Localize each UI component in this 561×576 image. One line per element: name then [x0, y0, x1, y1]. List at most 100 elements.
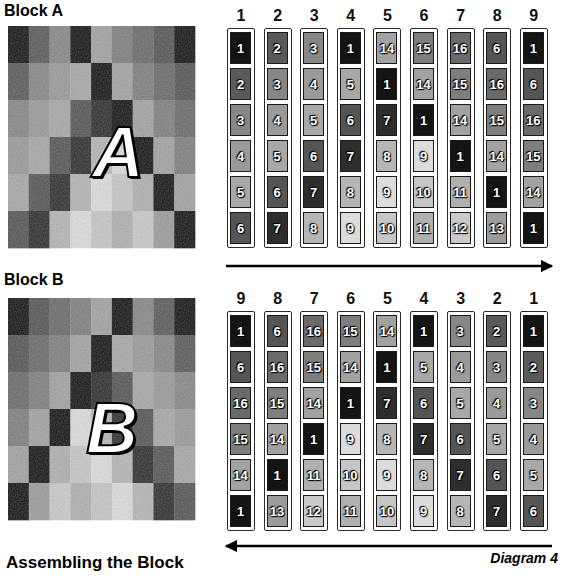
block-label: Block A	[4, 2, 63, 20]
tile-number: 12	[453, 221, 467, 236]
number-tile: 6	[267, 176, 288, 208]
direction-arrow	[226, 545, 552, 548]
number-tile: 11	[450, 176, 471, 208]
number-tile: 4	[450, 351, 471, 383]
number-tile: 5	[267, 140, 288, 172]
number-tile: 3	[523, 387, 544, 419]
tile-number: 7	[383, 396, 390, 411]
column-strip: 716151411112	[447, 28, 475, 248]
picture-letter: A	[92, 111, 144, 194]
tile-number: 4	[237, 149, 244, 164]
column-strip: 514178910	[373, 28, 401, 248]
tile-number: 8	[347, 185, 354, 200]
tile-number: 2	[237, 77, 244, 92]
tile-number: 6	[237, 360, 244, 375]
number-tile: 16	[450, 32, 471, 64]
tile-number: 6	[530, 77, 537, 92]
column-strip: 61514191011	[410, 28, 438, 248]
number-tile: 8	[376, 140, 397, 172]
block-label: Diagram 4	[490, 550, 558, 566]
column-number: 3	[442, 289, 480, 308]
tile-number: 15	[233, 432, 247, 447]
column-number: 7	[442, 6, 480, 25]
tile-number: 3	[273, 77, 280, 92]
column-number: 4	[405, 289, 443, 308]
tile-number: 9	[420, 504, 427, 519]
tile-number: 12	[306, 504, 320, 519]
number-tile: 9	[340, 423, 361, 455]
number-tile: 3	[486, 351, 507, 383]
tile-number: 15	[270, 396, 284, 411]
column-strip: 4156789	[410, 311, 438, 531]
number-tile: 7	[450, 459, 471, 491]
number-tile: 2	[230, 68, 251, 100]
number-tile: 6	[303, 140, 324, 172]
tile-number: 4	[530, 432, 537, 447]
column-number: 5	[368, 6, 406, 25]
number-tile: 6	[523, 495, 544, 527]
column-number: 5	[368, 289, 406, 308]
tile-number: 7	[273, 221, 280, 236]
number-tile: 14	[523, 176, 544, 208]
tile-number: 10	[380, 221, 394, 236]
column-number: 3	[295, 6, 333, 25]
number-tile: 16	[486, 68, 507, 100]
tile-number: 16	[233, 396, 247, 411]
number-tile: 8	[450, 495, 471, 527]
tile-number: 10	[343, 468, 357, 483]
tile-number: 3	[530, 396, 537, 411]
number-tile: 1	[413, 315, 434, 347]
texture-overlay	[8, 298, 195, 520]
tile-number: 7	[383, 113, 390, 128]
tile-number: 9	[383, 185, 390, 200]
number-tile: 10	[413, 176, 434, 208]
column-strip: 3345678	[300, 28, 328, 248]
column-strip: 2234567	[264, 28, 292, 248]
number-tile: 4	[486, 387, 507, 419]
number-tile: 15	[486, 104, 507, 136]
column-strip: 716151411112	[300, 311, 328, 531]
number-tile: 14	[376, 315, 397, 347]
tile-number: 5	[493, 432, 500, 447]
number-tile: 14	[230, 459, 251, 491]
number-tile: 13	[486, 212, 507, 244]
tile-number: 2	[530, 360, 537, 375]
number-tile: 12	[303, 495, 324, 527]
number-tile: 1	[340, 387, 361, 419]
tile-number: 11	[343, 504, 357, 519]
column-number: 1	[515, 289, 553, 308]
tile-number: 8	[456, 504, 463, 519]
number-tile: 7	[376, 104, 397, 136]
tile-number: 1	[347, 396, 354, 411]
number-tile: 7	[267, 212, 288, 244]
number-tile: 5	[523, 459, 544, 491]
number-tile: 15	[267, 387, 288, 419]
tile-number: 6	[273, 324, 280, 339]
tile-number: 5	[237, 185, 244, 200]
number-tile: 6	[230, 351, 251, 383]
number-tile: 6	[486, 32, 507, 64]
number-tile: 6	[413, 387, 434, 419]
tile-number: 6	[310, 149, 317, 164]
tile-number: 1	[493, 185, 500, 200]
number-tile: 10	[340, 459, 361, 491]
tile-number: 13	[270, 504, 284, 519]
tile-number: 14	[416, 77, 430, 92]
tile-number: 5	[273, 149, 280, 164]
tile-number: 7	[456, 468, 463, 483]
number-tile: 4	[267, 104, 288, 136]
number-tile: 3	[303, 32, 324, 64]
tile-number: 3	[493, 360, 500, 375]
number-tile: 2	[267, 32, 288, 64]
column-number: 6	[405, 6, 443, 25]
number-tile: 5	[450, 387, 471, 419]
number-tile: 5	[230, 176, 251, 208]
tile-number: 1	[237, 504, 244, 519]
tile-number: 15	[526, 149, 540, 164]
column-strip: 86161514113	[264, 311, 292, 531]
tile-number: 13	[489, 221, 503, 236]
number-tile: 2	[523, 351, 544, 383]
tile-number: 3	[456, 324, 463, 339]
column-strip: 3345678	[447, 311, 475, 531]
number-tile: 15	[450, 68, 471, 100]
